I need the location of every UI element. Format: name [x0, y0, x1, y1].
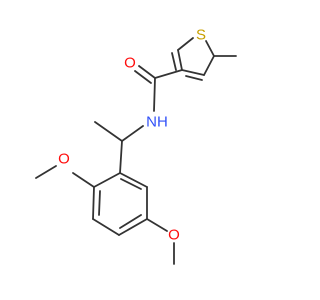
molecule-diagram: S O NH O O [35, 27, 237, 265]
bond-o-methyl [35, 165, 57, 179]
amide-nitrogen-label: NH [146, 114, 168, 131]
bond-c2-c3-double [171, 52, 177, 71]
amide-group [121, 65, 183, 142]
thiophene-ring [171, 37, 237, 81]
bond-ar4-ar5 [118, 218, 148, 236]
bond-c3-c4-double [185, 75, 203, 81]
bond-s-c2 [177, 37, 194, 51]
bond-carbonyl-n [153, 77, 156, 112]
bond-c3-c4 [181, 69, 205, 76]
bond-ar2-ar3 [92, 186, 95, 220]
bond-ar6-ar1 [119, 172, 148, 188]
bond-ar4-ar5-double [119, 214, 142, 229]
meta-methoxy-oxygen-label: O [168, 227, 180, 244]
ortho-methoxy [35, 165, 95, 188]
bond-ar5-o [146, 218, 168, 232]
bond-ar3-ar4 [92, 218, 120, 236]
bond-ch-aryl [119, 140, 123, 174]
sulfur-label: S [196, 27, 206, 44]
bond-c4-c5 [203, 55, 215, 76]
bond-c5-s [205, 40, 215, 57]
bond-ar1-ar2 [93, 172, 121, 188]
bond-carbonyl-o [138, 65, 156, 79]
bond-ar6-ar1-double [120, 178, 142, 190]
ortho-methoxy-oxygen-label: O [58, 151, 70, 168]
amide-oxygen-label: O [124, 55, 136, 72]
bond-carbonyl-o-double [134, 70, 152, 84]
bond-c2-c3 [177, 49, 183, 71]
bond-ar2-ar3-double [98, 190, 101, 216]
benzene-ring [92, 172, 148, 236]
meta-methoxy [146, 218, 175, 265]
bond-ch-methyl [94, 121, 123, 142]
bond-n-ch [121, 125, 144, 142]
ethylidene-group [94, 121, 123, 174]
bond-ar2-o [72, 172, 95, 188]
bond-c3-carbonyl [154, 69, 183, 79]
